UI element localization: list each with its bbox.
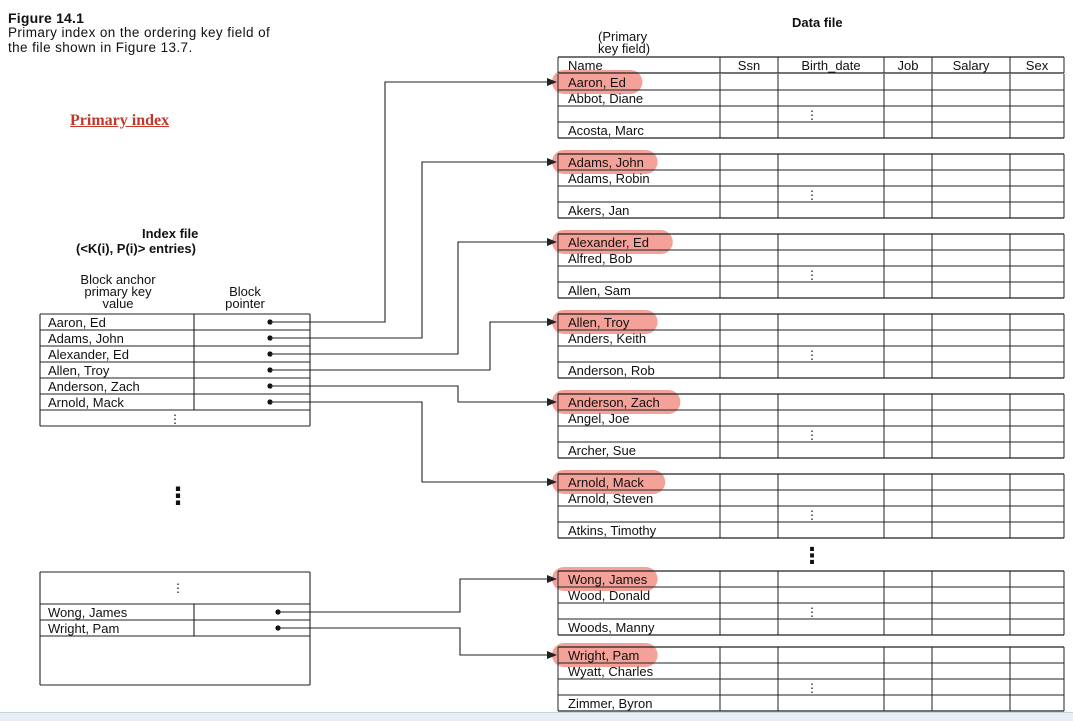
data-record-name: Allen, Sam: [568, 283, 631, 298]
block-pointer-arrow: [270, 401, 557, 486]
block-pointer-arrow: [270, 238, 557, 355]
data-record-name: Akers, Jan: [568, 203, 629, 218]
anchor-record-highlight: [552, 390, 681, 414]
data-record-name: Wong, James: [568, 572, 648, 587]
data-record-name: Anderson, Rob: [568, 363, 655, 378]
key-field-note-line-2: key field): [598, 41, 651, 56]
index-gap-marker: ⋮: [166, 483, 190, 510]
index-key-value: Adams, John: [48, 331, 124, 346]
data-record-name: Anders, Keith: [568, 331, 646, 346]
data-record-name: Adams, John: [568, 155, 644, 170]
data-gap-marker: ⋮: [806, 268, 818, 282]
figure-caption-line-1: Primary index on the ordering key field …: [8, 25, 271, 40]
index-key-value: Arnold, Mack: [48, 395, 124, 410]
block-pointer-arrow: [278, 575, 557, 613]
anchor-col-header: Block anchor primary key value: [58, 272, 178, 311]
index-file-subtitle: (<K(i), P(i)> entries): [76, 241, 196, 256]
anchor-header-line-2: primary key: [84, 284, 152, 299]
index-bottom-leader-marker: ⋮: [172, 581, 184, 595]
data-record-name: Aaron, Ed: [568, 75, 626, 90]
index-key-value: Wright, Pam: [48, 621, 119, 636]
anchor-record-highlight: [552, 643, 658, 667]
data-record-name: Abbot, Diane: [568, 91, 643, 106]
data-gap-marker: ⋮: [806, 428, 818, 442]
data-record-name: Anderson, Zach: [568, 395, 660, 410]
data-record-name: Alexander, Ed: [568, 235, 649, 250]
data-gap-marker: ⋮: [806, 508, 818, 522]
data-column-header: Job: [898, 58, 919, 73]
index-key-value: Allen, Troy: [48, 363, 110, 378]
index-key-value: Alexander, Ed: [48, 347, 129, 362]
data-record-name: Angel, Joe: [568, 411, 629, 426]
data-column-header: Name: [568, 58, 603, 73]
data-file-title: Data file: [792, 15, 843, 30]
anchor-header-line-3: value: [102, 296, 134, 311]
figure-title: Figure 14.1: [8, 10, 85, 26]
key-field-note-line-1: (Primary: [598, 29, 648, 44]
block-pointer-arrow: [270, 385, 557, 406]
pointer-col-header: Block pointer: [200, 284, 290, 311]
data-record-name: Allen, Troy: [568, 315, 630, 330]
data-record-name: Atkins, Timothy: [568, 523, 657, 538]
data-column-header: Ssn: [738, 58, 760, 73]
anchor-record-highlight: [552, 310, 658, 334]
data-gap-marker: ⋮: [806, 108, 818, 122]
anchor-record-highlight: [552, 470, 666, 494]
data-record-name: Wood, Donald: [568, 588, 650, 603]
index-file-title: Index file: [142, 226, 199, 241]
data-record-name: Wyatt, Charles: [568, 664, 654, 679]
data-record-name: Archer, Sue: [568, 443, 636, 458]
index-key-value: Wong, James: [48, 605, 128, 620]
block-pointer-arrow: [270, 318, 557, 371]
data-column-header: Sex: [1026, 58, 1049, 73]
data-record-name: Alfred, Bob: [568, 251, 632, 266]
data-record-name: Adams, Robin: [568, 171, 650, 186]
anchor-header-line-1: Block anchor: [80, 272, 156, 287]
data-gap-marker: ⋮: [806, 681, 818, 695]
data-record-name: Zimmer, Byron: [568, 696, 653, 711]
data-column-header: Salary: [953, 58, 990, 73]
data-groups-gap-marker: ⋮: [801, 543, 823, 568]
figure-caption-line-2: the file shown in Figure 13.7.: [8, 40, 193, 55]
anchor-record-highlight: [552, 230, 673, 254]
anchor-record-highlight: [552, 70, 643, 94]
data-gap-marker: ⋮: [806, 188, 818, 202]
anchor-record-highlight: [552, 150, 658, 174]
window-bottom-edge: [0, 712, 1073, 721]
data-column-header: Birth_date: [801, 58, 860, 73]
data-record-name: Arnold, Steven: [568, 491, 653, 506]
anchor-record-highlight: [552, 567, 658, 591]
data-record-name: Acosta, Marc: [568, 123, 644, 138]
data-gap-marker: ⋮: [806, 348, 818, 362]
data-record-name: Wright, Pam: [568, 648, 639, 663]
index-key-value: Aaron, Ed: [48, 315, 106, 330]
pointer-header-line-2: pointer: [225, 296, 265, 311]
data-gap-marker: ⋮: [806, 605, 818, 619]
block-pointer-arrow: [270, 158, 557, 339]
index-trailer-marker: ⋮: [169, 412, 181, 426]
primary-index-label[interactable]: Primary index: [70, 112, 170, 129]
data-record-name: Woods, Manny: [568, 620, 655, 635]
block-pointer-arrow: [278, 627, 557, 659]
data-record-name: Arnold, Mack: [568, 475, 644, 490]
index-key-value: Anderson, Zach: [48, 379, 140, 394]
pointer-header-line-1: Block: [229, 284, 261, 299]
block-pointer-arrow: [270, 78, 557, 323]
